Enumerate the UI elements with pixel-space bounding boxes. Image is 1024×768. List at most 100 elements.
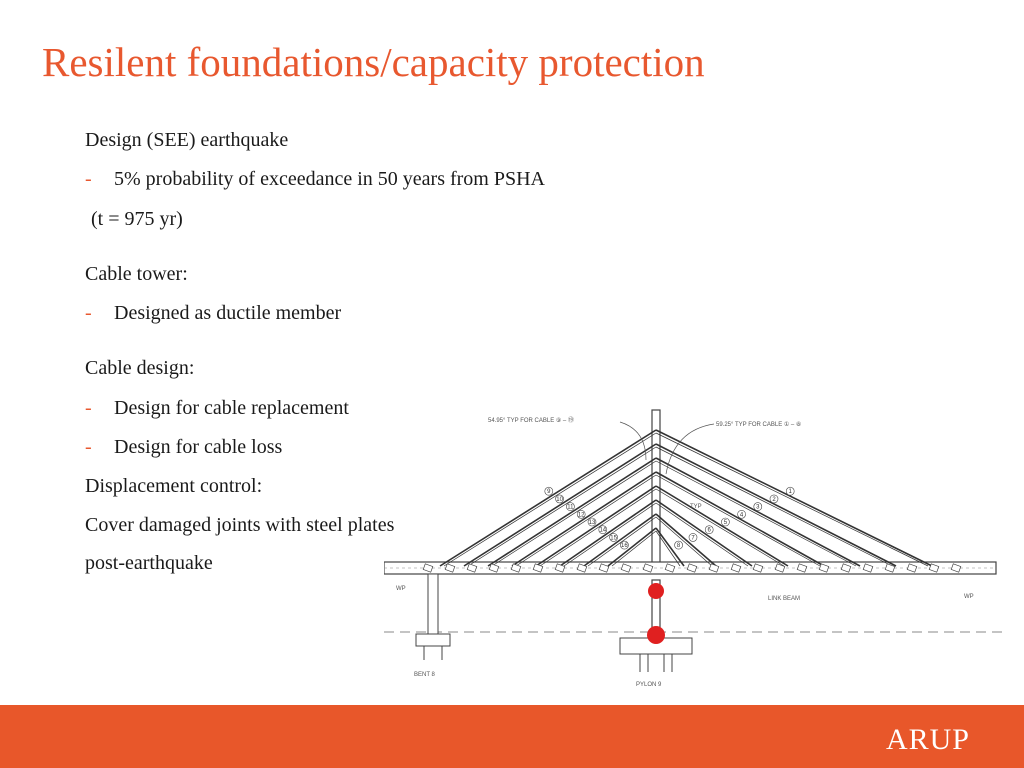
stay-cable [463, 443, 657, 567]
stay-cable [655, 429, 933, 567]
displacement-text: Cover damaged joints with steel plates [85, 514, 395, 536]
bent-column [427, 573, 439, 635]
deck-anchor [532, 563, 544, 573]
bent-piles [423, 646, 443, 660]
stay-cable [535, 485, 657, 567]
stay-cable-edge [655, 502, 749, 567]
stay-cable-edge [611, 530, 657, 567]
deck-anchor [840, 563, 852, 573]
stay-cable-edge [655, 446, 893, 567]
deck-anchor [818, 563, 830, 573]
stay-cable [607, 527, 657, 567]
cable-number: 4 [740, 512, 744, 518]
stay-cable-edge [491, 460, 657, 567]
design-return-period: (t = 975 yr) [91, 208, 183, 230]
cable-number: 12 [578, 512, 585, 518]
bullet-text: 5% probability of exceedance in 50 years… [114, 168, 545, 190]
stay-cable [655, 527, 685, 567]
link-beam-label: LINK BEAM [768, 596, 800, 602]
stay-cable [655, 457, 861, 567]
cable-number-circle [555, 494, 564, 504]
bullet-text: Design for cable replacement [114, 397, 349, 419]
typ-label: TYP [690, 504, 702, 510]
tower-heading: Cable tower: [85, 263, 188, 285]
cable-number-circle [737, 510, 746, 519]
angle-label-right: 59.25° TYP FOR CABLE ① – ⑧ [716, 421, 801, 428]
deck-anchor [620, 563, 632, 573]
deck-anchor [708, 563, 720, 573]
cable-number-circle [620, 540, 629, 550]
angle-arc-right [665, 423, 715, 475]
stay-cable-edge [443, 432, 657, 567]
cable-number: 1 [789, 489, 793, 495]
cable-number: 13 [589, 520, 596, 526]
deck-anchor [554, 563, 566, 573]
stay-cable-edge [515, 474, 657, 567]
displacement-heading: Displacement control: [85, 475, 263, 497]
cable-number-circle [769, 494, 779, 504]
stay-cable-edge [655, 516, 713, 567]
deck-anchor [730, 563, 742, 573]
stay-cable-edge [655, 488, 785, 567]
deck-anchor [928, 563, 940, 573]
deck-anchor-markers [422, 563, 962, 573]
cable-number: 14 [599, 528, 606, 534]
stay-cable-edge [587, 516, 657, 567]
plastic-hinge-marker-lower [647, 626, 665, 644]
deck-anchor [884, 563, 896, 573]
wp-label-left: WP [396, 586, 406, 592]
deck-anchor [576, 563, 588, 573]
stay-cable [487, 457, 657, 567]
slide-title: Resilent foundations/capacity protection [42, 39, 705, 85]
stay-cable [655, 443, 897, 567]
stay-cable-edge [655, 474, 821, 567]
stay-cable [559, 499, 657, 567]
cable-number-circle [674, 540, 683, 550]
design-heading: Design (SEE) earthquake [85, 129, 289, 151]
cable-number: 16 [621, 543, 628, 549]
stay-cable-edge [467, 446, 657, 567]
cable-number-circle [566, 502, 575, 511]
stay-cable [583, 513, 657, 567]
deck-anchor [510, 563, 522, 573]
deck-anchor [862, 563, 874, 573]
bent-label: BENT 8 [414, 672, 436, 678]
deck-anchor [422, 563, 434, 573]
deck-anchor [686, 563, 698, 573]
cable-number: 15 [610, 535, 617, 541]
bullet-item: -Design for cable loss [85, 434, 282, 460]
cable-number-circle [721, 517, 730, 527]
cable-number: 10 [556, 497, 563, 503]
angle-arc-left [619, 421, 647, 461]
cable-number: 5 [724, 520, 728, 526]
stay-cable [439, 429, 657, 567]
stay-cable-edge [539, 488, 657, 567]
bullet-item: -5% probability of exceedance in 50 year… [85, 166, 545, 192]
stay-cable-edge [655, 432, 929, 567]
deck-anchor [598, 563, 610, 573]
pylon-piles [639, 654, 673, 672]
bullet-text: Designed as ductile member [114, 302, 342, 324]
cable-heading: Cable design: [85, 357, 195, 379]
stay-cable [655, 485, 789, 567]
cable-number-circle [785, 486, 795, 496]
bullet-text: Design for cable loss [114, 436, 283, 458]
footer-bar: ARUP [0, 705, 1024, 768]
bullet-item: -Design for cable replacement [85, 395, 349, 421]
deck-anchor [466, 563, 478, 573]
bullet-dash: - [85, 302, 92, 324]
plastic-hinge-marker-upper [648, 583, 664, 599]
bullet-dash: - [85, 397, 92, 419]
deck-anchor [950, 563, 962, 573]
stay-cables [439, 429, 933, 567]
cable-number-circle [704, 525, 714, 534]
cable-number-circle [688, 533, 698, 542]
deck-anchor [774, 563, 786, 573]
deck-anchor [642, 563, 654, 573]
stay-cable [511, 471, 657, 567]
stay-cable-edge [563, 502, 657, 567]
stay-cable-edge [655, 460, 857, 567]
deck-anchor [796, 563, 808, 573]
